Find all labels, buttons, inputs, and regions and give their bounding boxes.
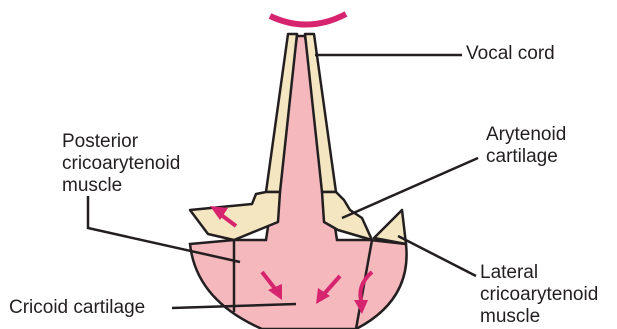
label-lateral-line1: Lateral (480, 262, 598, 284)
label-arytenoid-cartilage: Arytenoid cartilage (486, 124, 566, 168)
label-lateral-line3: muscle (480, 306, 598, 328)
leader-arytenoid (342, 158, 478, 218)
top-arc (270, 14, 346, 25)
label-arytenoid-line1: Arytenoid (486, 124, 566, 146)
label-posterior-cricoarytenoid: Posterior cricoarytenoid muscle (62, 131, 180, 197)
label-lateral-cricoarytenoid: Lateral cricoarytenoid muscle (480, 262, 598, 328)
label-posterior-line3: muscle (62, 175, 180, 197)
label-cricoid-cartilage: Cricoid cartilage (9, 297, 145, 319)
label-arytenoid-line2: cartilage (486, 146, 566, 168)
label-posterior-line1: Posterior (62, 131, 180, 153)
label-lateral-line2: cricoarytenoid (480, 284, 598, 306)
cricoid-body (190, 36, 407, 329)
label-vocal-cord: Vocal cord (466, 43, 555, 65)
label-posterior-line2: cricoarytenoid (62, 153, 180, 175)
leader-lateral (398, 236, 476, 276)
